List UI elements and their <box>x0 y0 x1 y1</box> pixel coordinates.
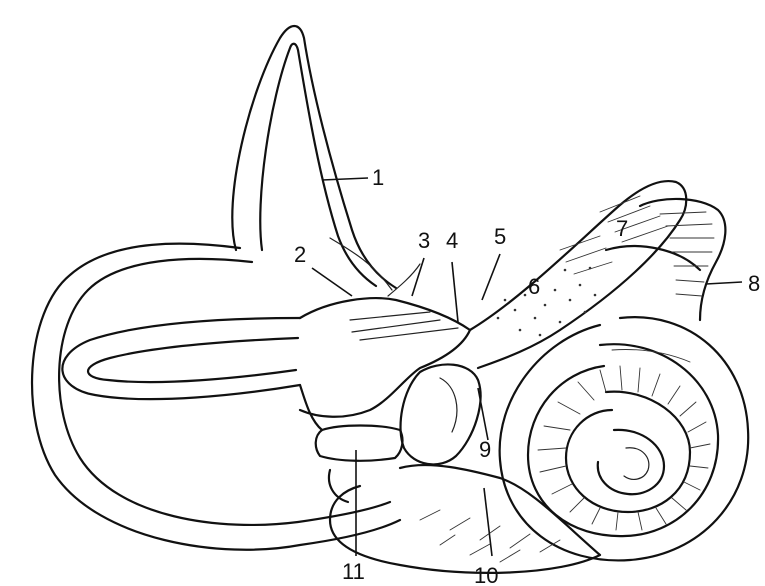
leader-10 <box>484 488 492 556</box>
cochlea <box>500 317 749 560</box>
label-7: 7 <box>616 216 628 241</box>
vestibulocochlear-nerve <box>470 181 725 368</box>
label-9: 9 <box>479 437 491 462</box>
cochlear-base <box>330 465 600 573</box>
lateral-semicircular-canal <box>62 318 300 399</box>
label-5: 5 <box>494 224 506 249</box>
label-4: 4 <box>446 228 458 253</box>
leader-lines <box>312 178 742 556</box>
leader-8 <box>706 282 742 284</box>
label-1: 1 <box>372 165 384 190</box>
label-2: 2 <box>294 242 306 267</box>
leader-5 <box>482 254 500 300</box>
leader-9 <box>478 388 488 440</box>
label-8: 8 <box>748 271 760 296</box>
leader-3 <box>412 258 424 296</box>
leader-4 <box>452 262 458 322</box>
leader-1 <box>322 178 368 180</box>
saccule <box>401 364 481 464</box>
round-window <box>316 426 403 503</box>
label-6: 6 <box>528 274 540 299</box>
vestibule <box>300 264 470 430</box>
label-10: 10 <box>474 563 498 586</box>
label-11: 11 <box>342 559 365 584</box>
superior-semicircular-canal <box>232 26 396 290</box>
label-3: 3 <box>418 228 430 253</box>
leader-2 <box>312 268 352 296</box>
